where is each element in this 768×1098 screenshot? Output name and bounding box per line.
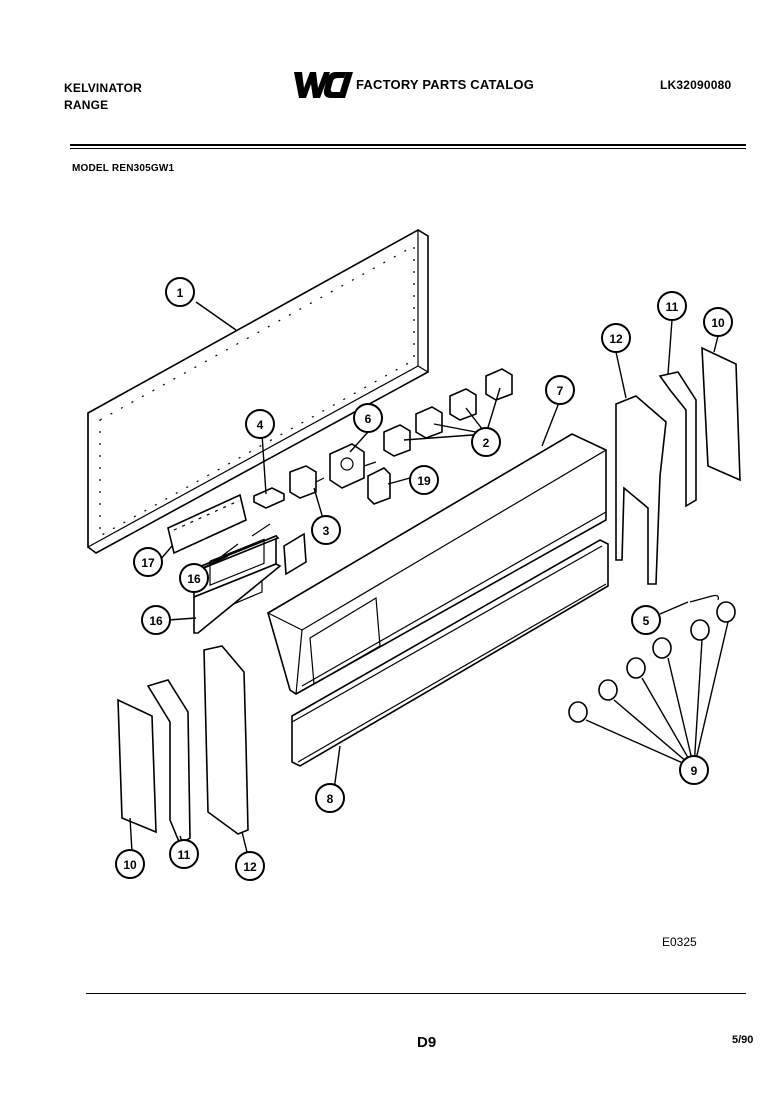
svg-text:11: 11 [178, 848, 191, 862]
diagram-code: E0325 [662, 935, 697, 949]
part-end-cap-right [658, 371, 697, 508]
part-end-bracket-right [615, 395, 667, 585]
svg-text:9: 9 [691, 764, 698, 778]
part-infinite-switches [383, 368, 513, 457]
svg-text:12: 12 [243, 860, 257, 874]
svg-text:16: 16 [187, 572, 201, 586]
svg-text:8: 8 [327, 792, 334, 806]
svg-text:12: 12 [609, 332, 623, 346]
part-control-panel [266, 433, 608, 695]
part-bracket [253, 487, 285, 509]
part-knobs [568, 601, 736, 723]
callout-3: 3 [311, 515, 341, 545]
callout-11-left: 11 [169, 839, 199, 869]
callout-16-screws: 16 [179, 563, 209, 593]
svg-text:4: 4 [257, 418, 264, 432]
part-clock-screws [221, 523, 307, 576]
callout-12-left: 12 [235, 851, 265, 881]
callout-6: 6 [353, 403, 383, 433]
svg-text:5: 5 [643, 614, 650, 628]
callout-7: 7 [545, 375, 575, 405]
model-number: MODEL REN305GW1 [72, 163, 175, 174]
callout-5: 5 [631, 605, 661, 635]
svg-text:2: 2 [483, 436, 490, 450]
callout-8: 8 [315, 783, 345, 813]
header-rule [70, 144, 746, 149]
callout-16-frame: 16 [141, 605, 171, 635]
svg-text:16: 16 [149, 614, 163, 628]
callout-4: 4 [245, 409, 275, 439]
part-clock-bezel [192, 534, 282, 634]
part-endplate-right [701, 346, 741, 482]
page-number: D9 [417, 1034, 437, 1051]
brand-line-1: KELVINATOR [64, 81, 143, 95]
svg-text:10: 10 [711, 316, 725, 330]
svg-text:19: 19 [417, 474, 431, 488]
callout-2: 2 [471, 427, 501, 457]
part-endplate-left [117, 698, 157, 834]
part-backguard-glass [87, 228, 429, 554]
part-switch [289, 465, 325, 499]
callout-1: 1 [165, 277, 195, 307]
svg-text:6: 6 [365, 412, 372, 426]
brand-line-2: RANGE [64, 98, 109, 112]
svg-text:7: 7 [557, 384, 564, 398]
callout-12-right: 12 [601, 323, 631, 353]
callout-9: 9 [679, 755, 709, 785]
part-terminal-block [367, 467, 391, 505]
part-wire-clip [689, 594, 719, 603]
catalog-title: FACTORY PARTS CATALOG [356, 77, 535, 92]
svg-text:17: 17 [141, 556, 155, 570]
callout-19: 19 [409, 465, 439, 495]
part-clock-overlay [167, 493, 247, 555]
svg-text:3: 3 [323, 524, 330, 538]
part-end-bracket-left [203, 645, 249, 835]
callout-10-right: 10 [703, 307, 733, 337]
leader-lines [129, 301, 729, 857]
wci-logo [294, 72, 353, 98]
svg-text:1: 1 [177, 286, 184, 300]
svg-text:10: 10 [123, 858, 137, 872]
catalog-number: LK32090080 [660, 78, 732, 92]
callout-10-left: 10 [115, 849, 145, 879]
part-thermostat [329, 443, 377, 489]
revision-date: 5/90 [732, 1034, 754, 1046]
part-trim-strip [291, 539, 609, 767]
callout-17: 17 [133, 547, 163, 577]
footer-rule [86, 993, 746, 994]
svg-text:11: 11 [666, 300, 679, 314]
callout-11-right: 11 [657, 291, 687, 321]
